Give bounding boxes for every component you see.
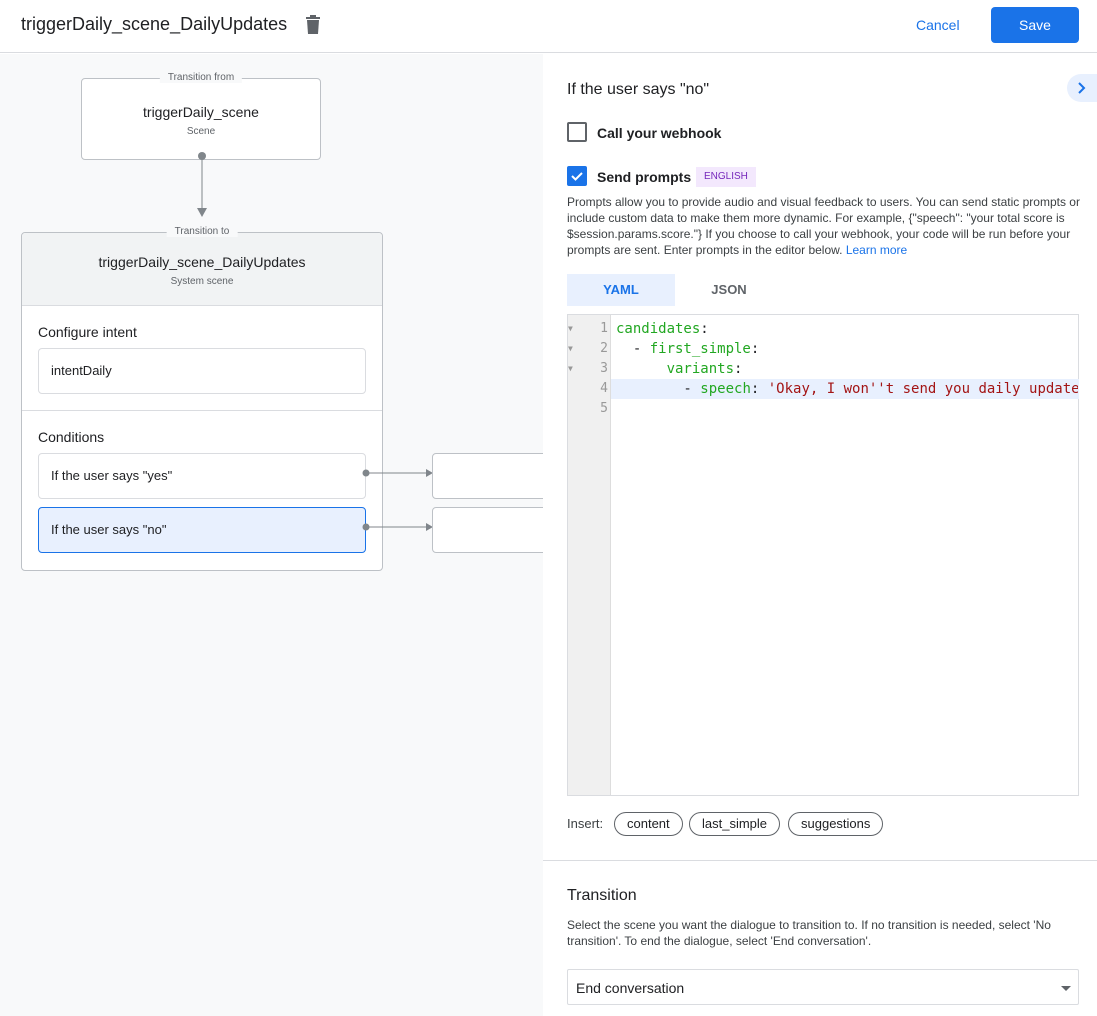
editor-gutter	[568, 315, 611, 795]
description-text: Prompts allow you to provide audio and v…	[567, 195, 1080, 257]
transition-from-node[interactable]: Transition from triggerDaily_scene Scene	[81, 72, 321, 160]
yes-target-node[interactable]	[432, 453, 543, 499]
line-number: 3	[600, 361, 608, 376]
tab-json[interactable]: JSON	[711, 282, 747, 297]
scene-canvas: Transition from triggerDaily_scene Scene…	[0, 54, 543, 1016]
line-number: 1	[600, 321, 608, 336]
line-number: 2	[600, 341, 608, 356]
yaml-key: candidates	[616, 321, 701, 337]
check-icon	[571, 172, 583, 181]
transition-to-label: Transition to	[166, 226, 238, 237]
language-badge: ENGLISH	[696, 167, 756, 187]
insert-content-chip[interactable]: content	[614, 812, 683, 836]
yaml-key: speech	[700, 381, 751, 397]
learn-more-link[interactable]: Learn more	[845, 243, 908, 257]
cancel-button[interactable]: Cancel	[916, 17, 960, 33]
transition-arrow	[197, 152, 207, 217]
yaml-string: 'Okay, I won''t send you daily update	[767, 381, 1078, 397]
chevron-right-icon	[1078, 82, 1086, 94]
dropdown-arrow-icon	[1061, 986, 1071, 991]
fold-icon[interactable]: ▼	[568, 344, 573, 353]
insert-label: Insert:	[567, 816, 604, 831]
webhook-label: Call your webhook	[597, 125, 722, 141]
insert-last-simple-chip[interactable]: last_simple	[689, 812, 781, 836]
intent-field[interactable]: intentDaily	[38, 348, 366, 394]
condition-yes[interactable]: If the user says "yes"	[38, 453, 366, 499]
send-prompts-label: Send prompts	[597, 169, 692, 185]
configure-intent-label: Configure intent	[38, 324, 137, 340]
transition-select[interactable]: End conversation	[567, 969, 1079, 1005]
transition-description: Select the scene you want the dialogue t…	[567, 918, 1051, 948]
line-number: 5	[600, 401, 608, 416]
condition-no[interactable]: If the user says "no"	[38, 507, 366, 553]
insert-suggestions-chip[interactable]: suggestions	[788, 812, 884, 836]
transition-selected-value: End conversation	[576, 980, 685, 996]
send-prompts-checkbox[interactable]	[567, 166, 587, 186]
no-target-node[interactable]	[432, 507, 543, 553]
condition-connectors	[362, 469, 433, 531]
condition-panel: If the user says "no" Call your webhook …	[543, 54, 1097, 1016]
code-editor[interactable]: ▼ ▼ ▼ 1 2 3 4 5 candidates: - first_simp…	[567, 314, 1079, 796]
prompts-description: Prompts allow you to provide audio and v…	[567, 194, 1083, 258]
yaml-key: first_simple	[649, 341, 751, 357]
yaml-key: variants	[666, 361, 735, 377]
transition-heading: Transition	[567, 887, 637, 904]
conditions-label: Conditions	[38, 429, 105, 445]
from-scene-type: Scene	[186, 126, 216, 137]
from-scene-name: triggerDaily_scene	[143, 104, 259, 120]
tab-yaml[interactable]: YAML	[567, 274, 675, 306]
fold-icon[interactable]: ▼	[568, 364, 573, 373]
to-scene-name: triggerDaily_scene_DailyUpdates	[98, 254, 306, 270]
fold-icon[interactable]: ▼	[568, 324, 573, 333]
save-button[interactable]: Save	[991, 7, 1079, 43]
code-content: candidates: - first_simple: variants: - …	[616, 321, 1078, 397]
line-number: 4	[600, 381, 608, 396]
panel-heading: If the user says "no"	[567, 81, 710, 98]
transition-from-label: Transition from	[159, 72, 243, 83]
collapse-panel-button[interactable]	[1067, 74, 1097, 102]
to-scene-type: System scene	[170, 276, 234, 287]
trash-icon[interactable]	[304, 15, 322, 35]
header: triggerDaily_scene_DailyUpdates Cancel S…	[0, 0, 1097, 53]
webhook-checkbox[interactable]	[567, 122, 587, 142]
transition-to-node: Transition to triggerDaily_scene_DailyUp…	[21, 226, 383, 571]
page-title: triggerDaily_scene_DailyUpdates	[21, 14, 288, 34]
